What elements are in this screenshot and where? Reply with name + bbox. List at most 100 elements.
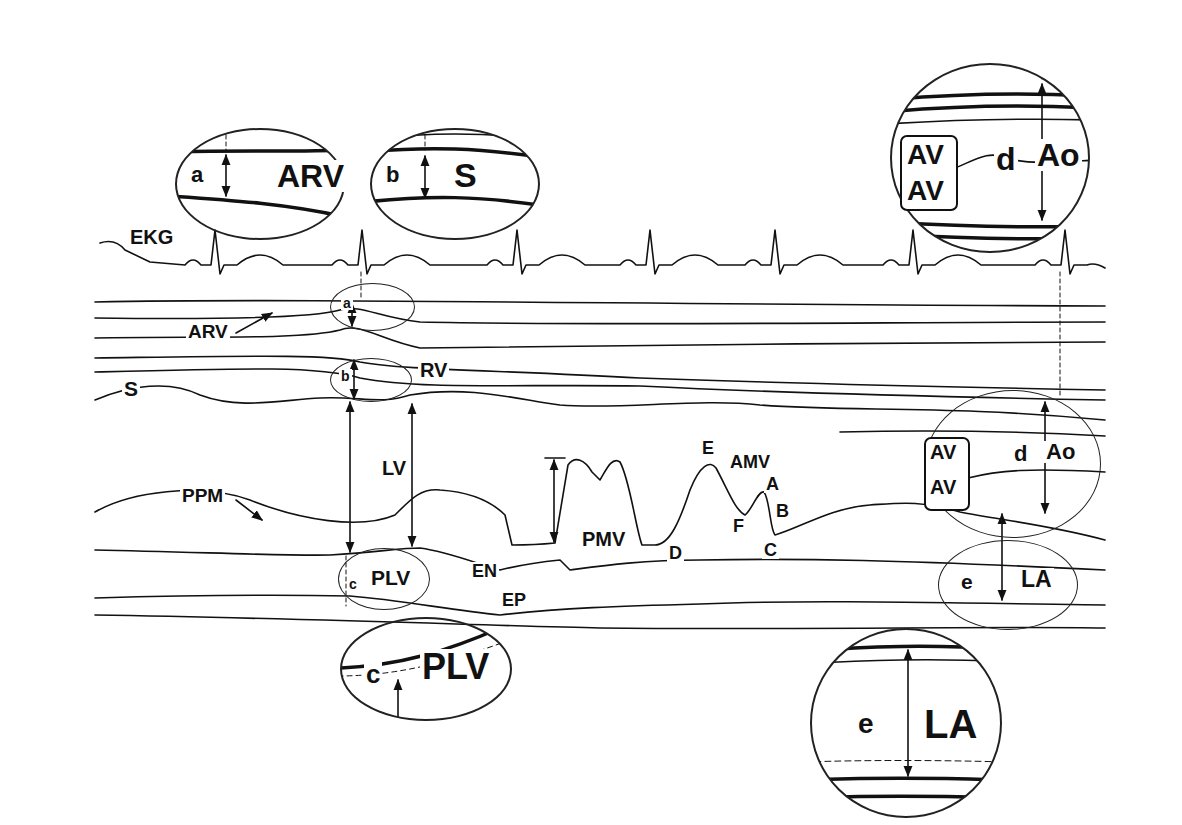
- callout-text: e: [856, 710, 876, 738]
- trace-line: [236, 313, 272, 333]
- trace-line: [170, 128, 350, 218]
- trace-line: [170, 150, 350, 152]
- callout-text: c: [364, 661, 382, 687]
- structure-label: C: [762, 541, 779, 559]
- trace-line: [805, 761, 1005, 763]
- trace-line: [338, 742, 515, 744]
- trace-line: [397, 680, 399, 732]
- trace-line: [365, 197, 545, 206]
- trace-line: [338, 628, 515, 744]
- trace-line: [545, 457, 565, 459]
- trace-line: [361, 272, 362, 300]
- trace-line: [553, 460, 555, 542]
- structure-label: A: [764, 475, 781, 493]
- trace-line: [805, 646, 1005, 798]
- trace-line: [805, 797, 1005, 799]
- trace-line: [170, 196, 350, 218]
- structure-label: D: [667, 544, 684, 562]
- trace-line: [885, 94, 1095, 100]
- trace-line: [885, 106, 1095, 112]
- trace-line: [225, 155, 227, 196]
- structure-label: E: [700, 439, 716, 457]
- callout-text: d: [1012, 443, 1029, 465]
- trace-line: [349, 402, 351, 552]
- trace-circle: dAoAVAV: [925, 390, 1101, 538]
- structure-label: PPM: [180, 486, 225, 505]
- callout-text: Ao: [1035, 139, 1082, 171]
- callout-text: ARV: [275, 160, 346, 192]
- callout-text: PLV: [420, 649, 491, 685]
- trace-line: [95, 309, 1105, 324]
- trace-line: [840, 431, 1105, 436]
- trace-circle: e LA: [938, 540, 1078, 630]
- callout-text: AV: [928, 477, 958, 497]
- structure-label: RV: [418, 360, 449, 380]
- callout-text: LA: [1019, 568, 1054, 591]
- structure-label: EP: [500, 591, 528, 609]
- magnified-circle: bS: [370, 128, 540, 240]
- structure-label: F: [731, 517, 746, 535]
- trace-line: [95, 301, 1105, 306]
- callout-text: AV: [905, 141, 946, 169]
- structure-label: S: [122, 378, 140, 399]
- callout-text: AV: [905, 177, 946, 205]
- trace-line: [365, 134, 545, 140]
- trace-circle: c PLV: [338, 548, 430, 610]
- trace-line: [885, 234, 1095, 239]
- trace-line: [95, 595, 1105, 615]
- trace-line: [885, 119, 1095, 124]
- structure-label: B: [774, 502, 791, 520]
- trace-line: [100, 230, 1105, 274]
- trace-line: [885, 222, 1095, 227]
- trace-line: [424, 156, 426, 198]
- callout-text: LA: [922, 704, 979, 744]
- callout-text: e: [959, 571, 975, 592]
- callout-text: S: [452, 158, 479, 192]
- trace-line: [1042, 68, 1043, 80]
- trace-line: [338, 734, 515, 738]
- structure-label: EKG: [128, 227, 175, 247]
- magnified-circle: c PLV: [340, 617, 512, 721]
- magnified-circle: a ARV: [175, 128, 345, 240]
- structure-label: ARV: [186, 322, 230, 341]
- callout-text: a: [341, 296, 353, 310]
- trace-line: [968, 470, 1105, 478]
- structure-label: PMV: [580, 529, 627, 549]
- valve-box: AV AV: [924, 437, 970, 511]
- trace-line: [365, 128, 545, 206]
- trace-line: [907, 650, 909, 776]
- trace-line: [226, 128, 227, 150]
- magnified-circle: e LA: [810, 628, 1002, 818]
- magnified-circle: dAoAVAV: [890, 63, 1090, 253]
- valve-box: AV AV: [900, 135, 958, 211]
- trace-line: [885, 68, 1095, 239]
- trace-line: [95, 230, 1105, 629]
- trace-line: [95, 548, 1105, 570]
- trace-line: [411, 404, 413, 546]
- structure-label: LV: [380, 458, 408, 478]
- callout-text: PLV: [369, 567, 412, 588]
- trace-line: [1060, 272, 1061, 398]
- trace-circle: a: [330, 283, 415, 331]
- trace-line: [95, 615, 1105, 629]
- callout-text: c: [347, 577, 359, 591]
- structure-label: EN: [470, 562, 499, 580]
- callout-text: d: [994, 143, 1018, 175]
- callout-text: b: [339, 369, 352, 383]
- callout-text: b: [384, 164, 401, 186]
- trace-circle: b: [330, 358, 412, 402]
- trace-line: [95, 369, 1105, 400]
- trace-line: [425, 128, 426, 150]
- trace-line: [95, 386, 1105, 420]
- structure-label: AMV: [728, 453, 772, 471]
- trace-line: [1001, 514, 1003, 600]
- trace-line: [805, 646, 1005, 652]
- trace-line: [365, 149, 545, 158]
- trace-line: [95, 328, 1105, 348]
- callout-text: Ao: [1044, 441, 1077, 463]
- trace-line: [805, 779, 1005, 781]
- callout-text: AV: [928, 442, 958, 462]
- callout-text: a: [189, 164, 205, 186]
